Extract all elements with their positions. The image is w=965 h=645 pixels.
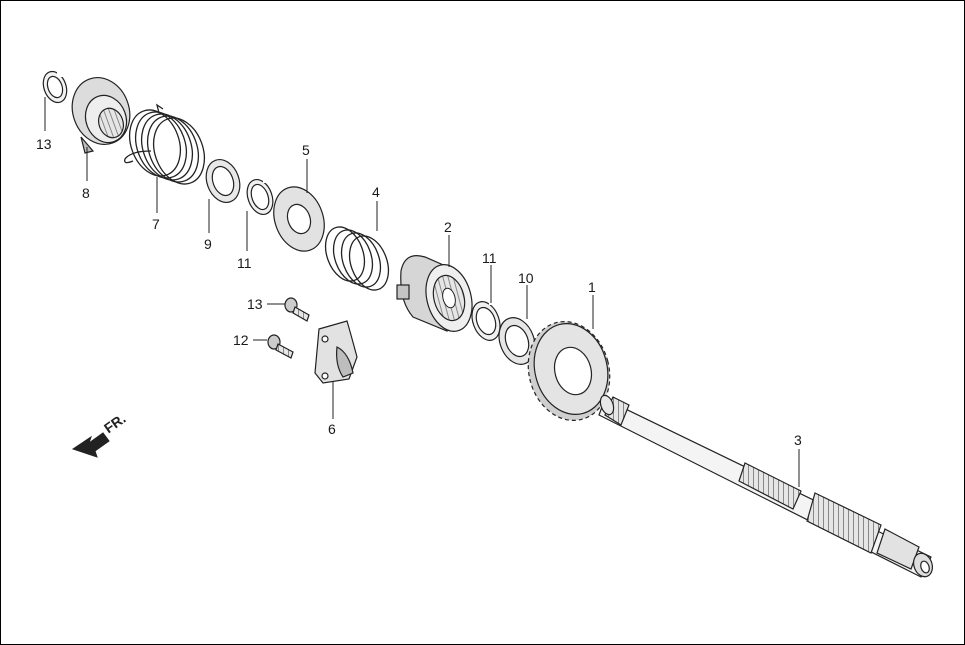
bolt-part-13-upper — [284, 297, 310, 322]
stopper-plate-part-6 — [314, 320, 358, 384]
callout-10: 10 — [518, 270, 534, 286]
washer-part-10 — [498, 317, 536, 365]
circlip-part-11-lower — [471, 299, 501, 341]
shaft-part-3 — [598, 394, 934, 578]
callout-12: 13 — [36, 136, 52, 152]
callout-labels: 13 8 7 9 11 5 4 2 11 10 1 3 6 13 12 — [36, 136, 802, 448]
starter-guide-part-8 — [71, 77, 131, 154]
washer-plate-part-5 — [273, 186, 325, 252]
callout-2: 2 — [444, 219, 452, 235]
ratchet-part-2 — [396, 255, 473, 332]
front-direction-label: FR. — [101, 410, 129, 436]
coil-spring-part-4 — [324, 226, 390, 291]
callout-4: 4 — [372, 184, 380, 200]
callout-3: 3 — [794, 432, 802, 448]
callout-7: 7 — [152, 216, 160, 232]
circlip-part-12 — [42, 70, 68, 104]
callout-9: 9 — [204, 236, 212, 252]
callout-8: 8 — [82, 185, 90, 201]
kick-spring-part-7 — [124, 103, 206, 185]
washer-part-9 — [205, 159, 241, 203]
callout-13-upper: 13 — [247, 296, 263, 312]
gear-part-1 — [527, 321, 611, 421]
circlip-part-11-upper — [246, 177, 274, 216]
callout-11-upper: 11 — [237, 255, 252, 271]
bolt-part-13-lower — [267, 334, 294, 359]
front-arrow-icon: FR. — [71, 410, 129, 458]
callout-5: 5 — [302, 142, 310, 158]
callout-11-lower: 11 — [482, 250, 497, 266]
callout-13-lower: 12 — [233, 332, 249, 348]
leader-lines — [44, 97, 800, 487]
callout-6: 6 — [328, 421, 336, 437]
callout-1: 1 — [588, 279, 596, 295]
